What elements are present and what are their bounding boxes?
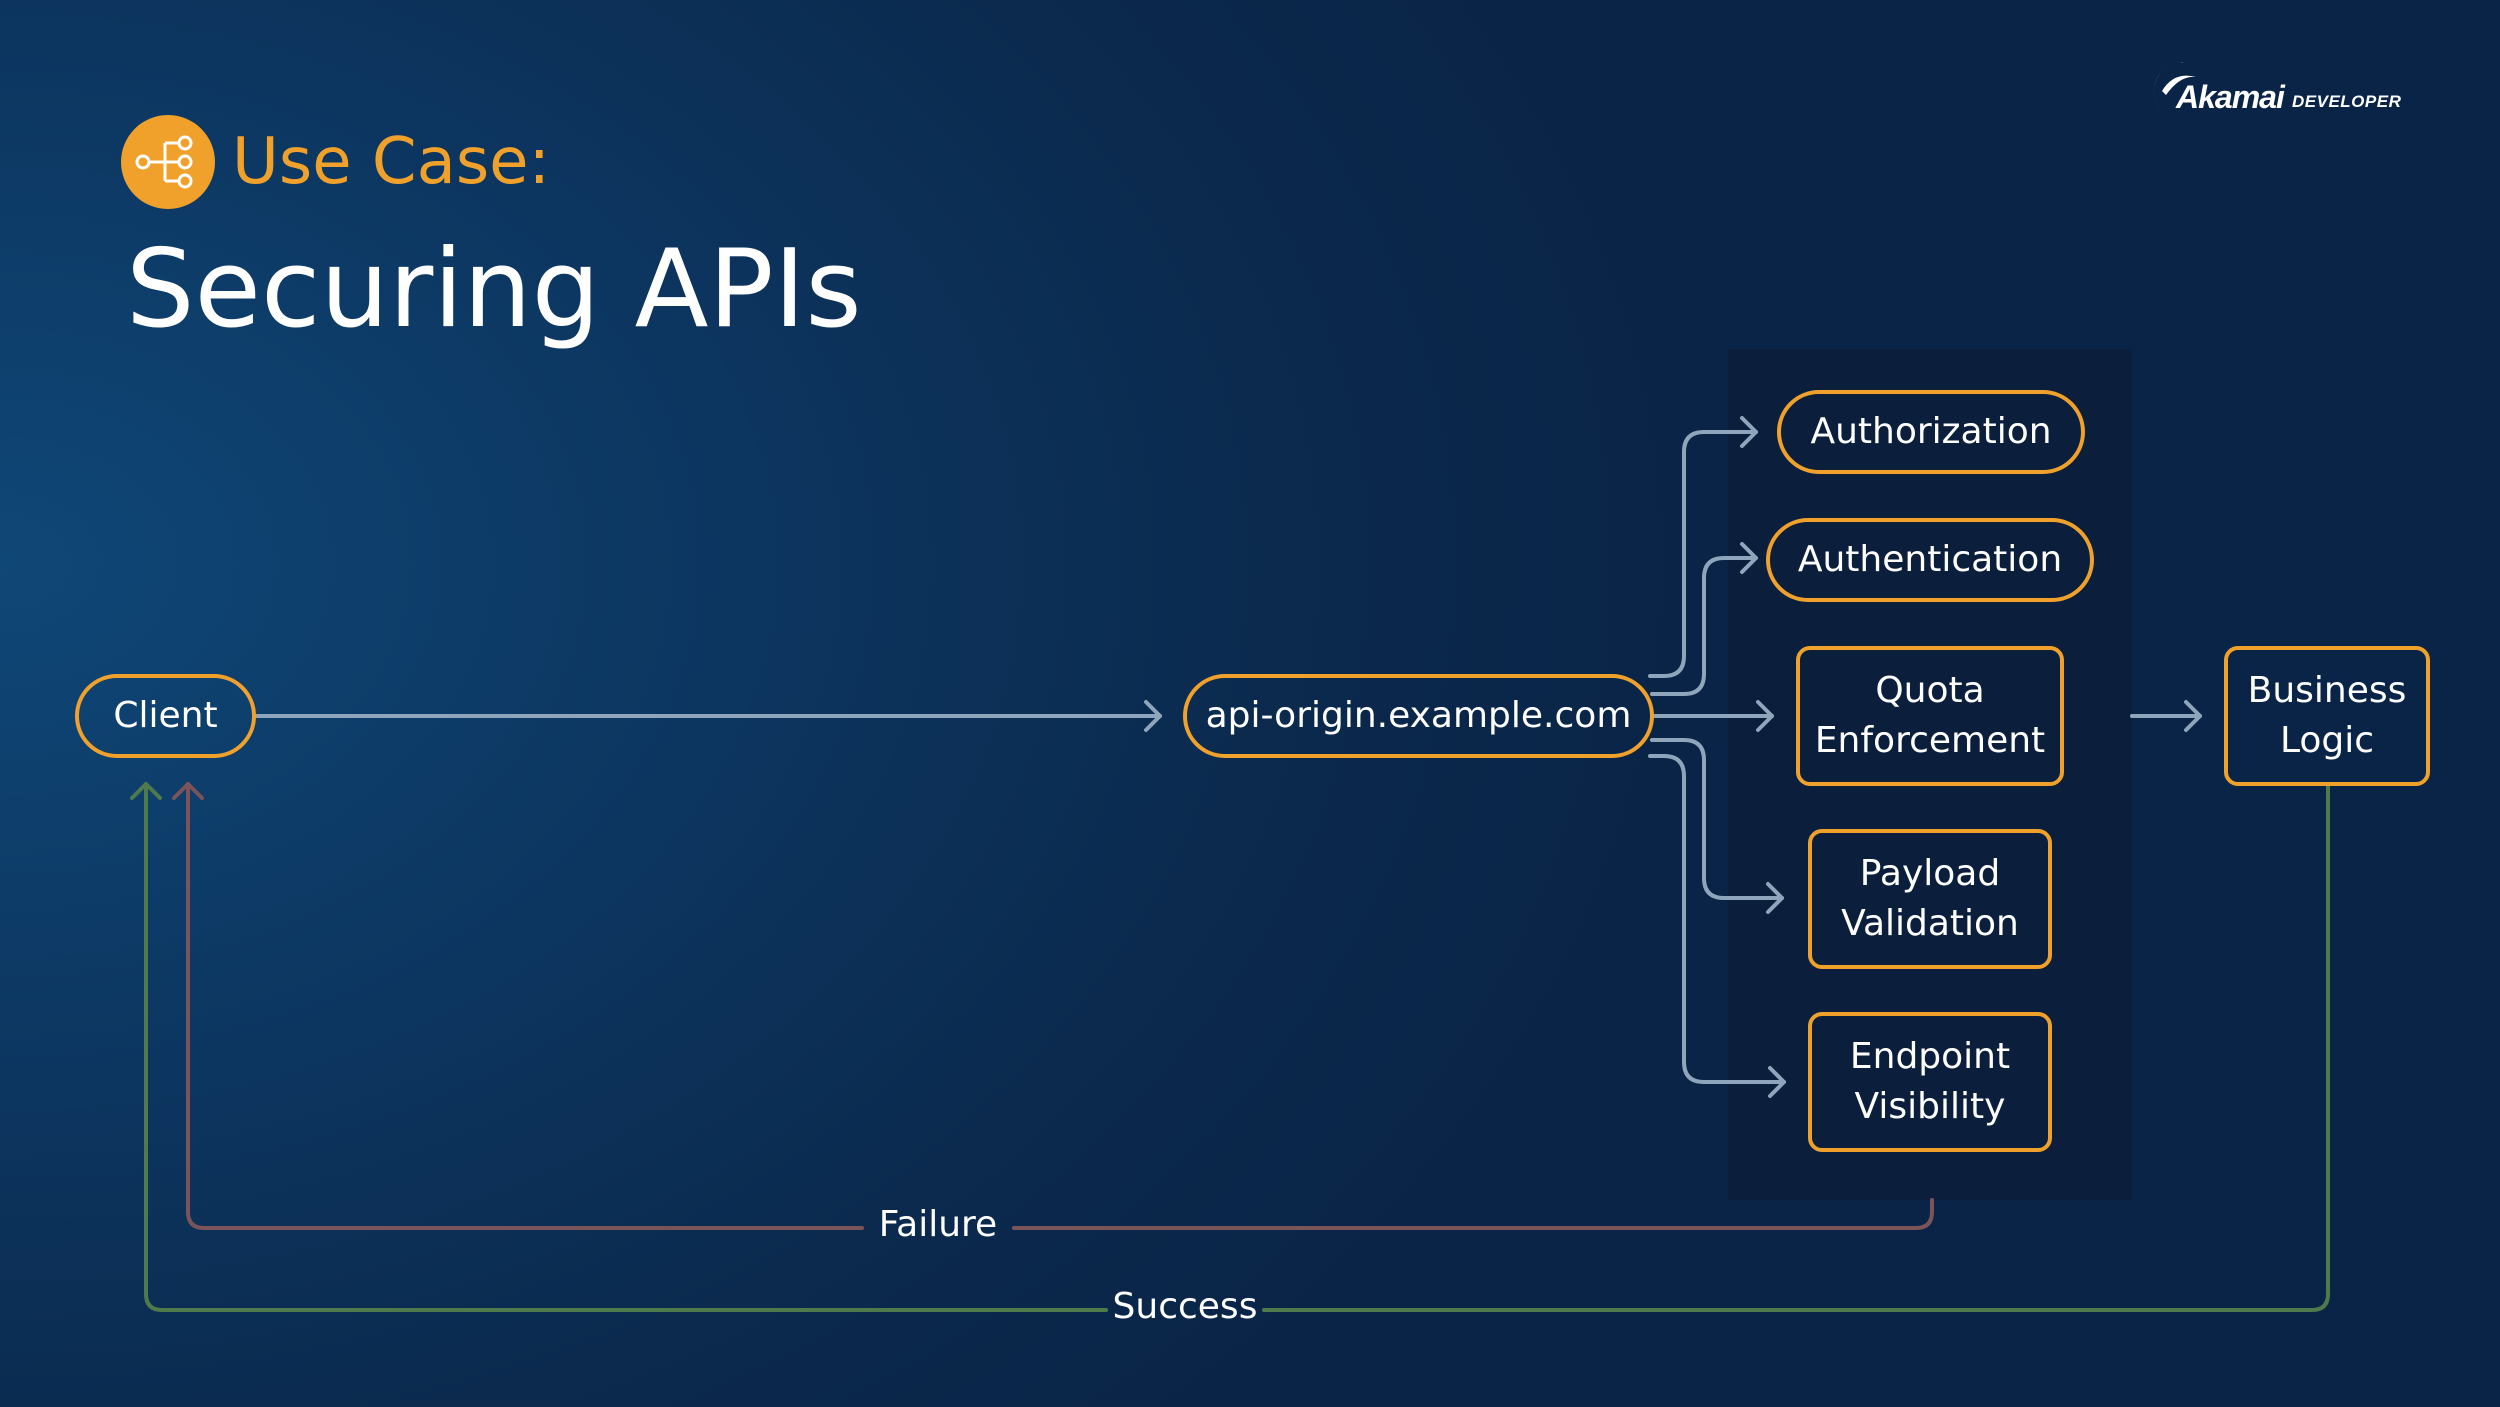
authorization-label: Authorization [1810,411,2052,452]
client-node: Client [75,674,256,758]
origin-to-payload-arrowhead [1766,882,1784,914]
client-label: Client [113,695,218,736]
quota-enforcement-node: Quota Enforcement [1796,646,2064,786]
success-arrow-left [144,782,1108,1312]
origin-to-quota-arrowhead [1756,700,1774,732]
origin-to-authorization-arrow [1648,430,1758,678]
akamai-wave-icon [2153,62,2196,119]
origin-to-endpoint-arrowhead [1768,1066,1786,1098]
origin-to-endpoint-arrow [1648,754,1786,1084]
endpoint-visibility-label: Endpoint Visibility [1849,1036,2011,1127]
business-logic-label: Business Logic [2247,670,2407,761]
akamai-developer-logo: Akamai DEVELOPER [2140,55,2402,125]
page-title: Securing APIs [126,227,862,352]
developer-wordmark: DEVELOPER [2292,92,2402,111]
origin-to-authorization-arrowhead [1740,416,1758,448]
origin-node: api-origin.example.com [1183,674,1654,758]
use-case-label: Use Case: [232,125,551,199]
client-to-origin-arrowhead [1144,700,1162,732]
success-label: Success [1112,1286,1258,1327]
origin-to-payload-arrow [1650,738,1784,900]
failure-arrow-right [1012,1198,1934,1230]
authentication-node: Authentication [1766,518,2094,602]
business-logic-node: Business Logic [2224,646,2430,786]
authentication-label: Authentication [1797,539,2063,580]
failure-arrow-left [186,782,864,1230]
failure-arrowhead [172,782,204,800]
akamai-wordmark: Akamai [2176,79,2285,115]
endpoint-visibility-node: Endpoint Visibility [1808,1012,2052,1152]
origin-label: api-origin.example.com [1205,695,1632,736]
panel-to-business-arrowhead [2184,700,2202,732]
success-arrow-right [1262,784,2330,1312]
flow-branch-icon [121,115,215,209]
origin-to-authentication-arrow [1650,556,1758,696]
payload-validation-label: Payload Validation [1841,853,2019,944]
failure-label: Failure [878,1204,998,1245]
success-arrowhead [130,782,162,800]
payload-validation-node: Payload Validation [1808,829,2052,969]
origin-to-authentication-arrowhead [1740,542,1758,574]
quota-enforcement-label: Quota Enforcement [1814,670,2046,761]
authorization-node: Authorization [1777,390,2085,474]
